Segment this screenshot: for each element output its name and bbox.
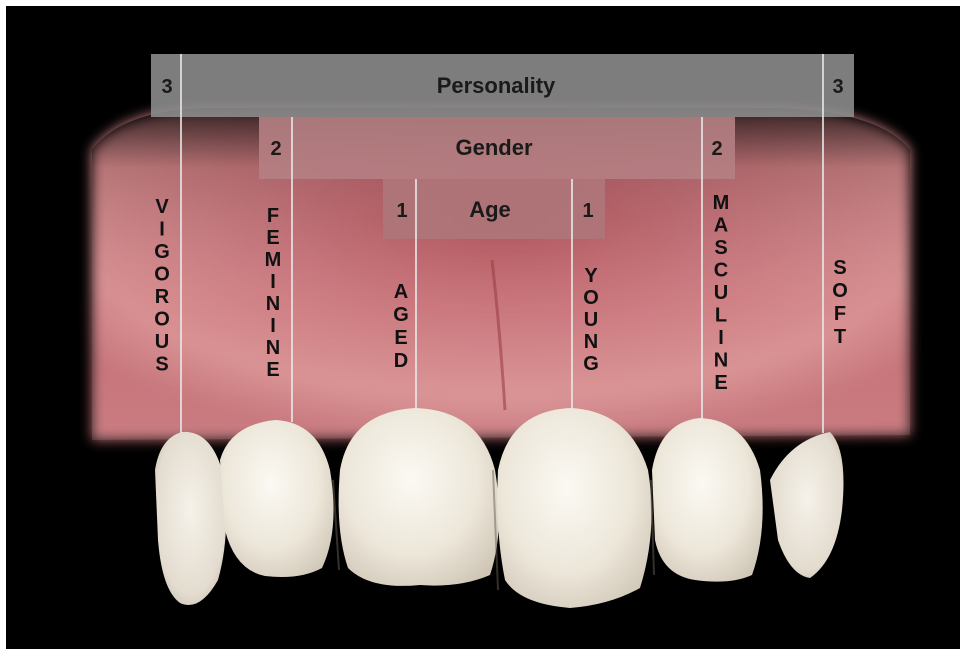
vertical-label-letter: S	[833, 257, 846, 279]
vertical-label-letter: G	[154, 241, 170, 263]
vertical-label-letter: I	[270, 271, 276, 293]
vertical-label-letter: T	[834, 326, 846, 348]
vertical-label-letter: A	[714, 215, 728, 237]
vertical-label-letter: N	[714, 350, 728, 372]
vertical-label-letter: E	[266, 227, 279, 249]
age-label: Age	[469, 197, 511, 222]
vertical-label-letter: N	[584, 331, 598, 353]
lateral-left-tooth	[155, 432, 226, 605]
vertical-label-letter: I	[718, 327, 724, 349]
lateral-left-2-tooth	[220, 420, 334, 577]
vertical-label-letter: U	[155, 331, 169, 353]
vertical-label-letter: M	[265, 249, 282, 271]
central-left-tooth	[339, 408, 499, 586]
vertical-label-letter: O	[154, 264, 170, 286]
vertical-label-letter: S	[155, 354, 168, 376]
lateral-right-tooth	[652, 418, 763, 582]
vertical-label-letter: D	[394, 350, 408, 372]
vertical-label-letter: G	[583, 353, 599, 375]
vertical-label-letter: I	[270, 315, 276, 337]
vertical-label-letter: C	[714, 260, 728, 282]
vertical-label-letter: N	[266, 293, 280, 315]
vertical-label-letter: M	[713, 192, 730, 214]
age-right-num: 1	[582, 200, 593, 222]
vertical-label-letter: F	[267, 205, 279, 227]
vertical-label-letter: E	[266, 359, 279, 381]
gender-bar: 2 Gender 2	[259, 117, 735, 179]
personality-left-num: 3	[161, 76, 172, 98]
vertical-label-letter: O	[154, 309, 170, 331]
vertical-label-letter: F	[834, 303, 846, 325]
vertical-label-letter: V	[155, 196, 169, 218]
vertical-label-letter: E	[394, 327, 407, 349]
vertical-label-letter: N	[266, 337, 280, 359]
personality-right-num: 3	[832, 76, 843, 98]
gender-right-num: 2	[711, 138, 722, 160]
central-right-tooth	[497, 408, 651, 608]
gender-left-num: 2	[270, 138, 281, 160]
vertical-label-letter: U	[714, 282, 728, 304]
vertical-label-letter: U	[584, 309, 598, 331]
vertical-label-letter: O	[583, 287, 599, 309]
vertical-label-letter: Y	[584, 265, 598, 287]
age-left-num: 1	[396, 200, 407, 222]
vertical-label-letter: A	[394, 281, 408, 303]
personality-label: Personality	[437, 73, 556, 98]
vertical-label-letter: E	[714, 372, 727, 394]
vertical-label-letter: O	[832, 280, 848, 302]
vertical-label-letter: I	[159, 219, 165, 241]
vertical-label-letter: G	[393, 304, 409, 326]
vertical-label-letter: R	[155, 286, 170, 308]
gender-label: Gender	[455, 135, 532, 160]
personality-bar: 3 Personality 3	[151, 54, 854, 117]
vertical-label-letter: S	[714, 237, 727, 259]
vertical-label-letter: L	[715, 305, 727, 327]
